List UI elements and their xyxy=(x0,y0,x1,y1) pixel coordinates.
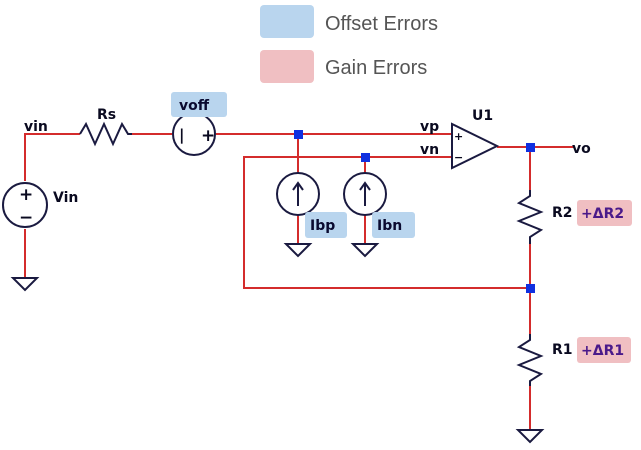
ground-icon xyxy=(350,243,380,258)
r1-resistor: R1 +ΔR1 xyxy=(516,334,631,386)
net-label-vin: vin xyxy=(24,119,48,135)
vin-minus-sign: − xyxy=(19,208,33,228)
r2-resistor: R2 +ΔR2 xyxy=(516,190,632,244)
net-label-vn: vn xyxy=(420,142,439,158)
ibn-tag-label: Ibn xyxy=(377,218,402,234)
node-feedback xyxy=(526,284,535,293)
ground-icon xyxy=(10,277,40,292)
wire-vn xyxy=(243,156,530,289)
r2-resistor-zigzag xyxy=(516,190,544,244)
ibp-arrow-head xyxy=(292,181,304,191)
r1-label: R1 xyxy=(552,342,573,358)
r2-delta-tag xyxy=(577,200,632,226)
legend: Offset Errors Gain Errors xyxy=(260,5,438,83)
node-vo xyxy=(526,143,535,152)
rs-label: Rs xyxy=(97,107,116,123)
node-vp xyxy=(294,130,303,139)
legend-offset-swatch xyxy=(260,5,314,38)
vin-source-label: Vin xyxy=(53,190,78,206)
wire-vin-node xyxy=(24,133,80,181)
vin-plus-sign: + xyxy=(19,185,33,205)
opamp-triangle xyxy=(451,122,500,170)
r1-resistor-zigzag xyxy=(516,334,544,386)
legend-offset-label: Offset Errors xyxy=(325,13,438,35)
voff-tag xyxy=(171,92,227,117)
voff-tag-label: voff xyxy=(179,98,210,114)
wires xyxy=(24,133,575,430)
r2-delta-label: +ΔR2 xyxy=(581,206,624,222)
ibn-tag xyxy=(372,212,415,238)
legend-gain-swatch xyxy=(260,50,314,83)
ibp-source: Ibp xyxy=(276,172,347,238)
ground-icon xyxy=(515,429,545,444)
net-label-vp: vp xyxy=(420,119,439,135)
voff-bar-sign: | xyxy=(179,126,184,145)
ground-symbols xyxy=(10,243,545,444)
rs-resistor: Rs xyxy=(79,107,132,147)
ibp-tag-label: Ibp xyxy=(310,218,335,234)
ibp-tag xyxy=(305,212,347,238)
r2-label: R2 xyxy=(552,205,573,221)
ibn-source-circle xyxy=(343,172,387,216)
ibn-source: Ibn xyxy=(343,172,415,238)
rs-resistor-zigzag xyxy=(79,121,132,147)
net-label-vo: vo xyxy=(572,141,591,157)
ibn-arrow-head xyxy=(359,181,371,191)
opamp-plus-input: + xyxy=(454,130,463,143)
legend-gain-label: Gain Errors xyxy=(325,57,427,79)
node-vn xyxy=(361,153,370,162)
voff-plus-sign: + xyxy=(201,126,215,146)
r1-delta-label: +ΔR1 xyxy=(581,343,624,359)
vin-source: + − Vin xyxy=(2,182,78,228)
opamp-minus-input: − xyxy=(454,151,463,164)
vin-source-circle xyxy=(2,182,48,228)
junction-nodes xyxy=(294,130,535,293)
opamp-u1: + − U1 xyxy=(451,108,500,170)
voff-source: | + voff xyxy=(171,92,227,156)
r1-delta-tag xyxy=(577,337,631,363)
opamp-label: U1 xyxy=(472,108,493,124)
ibp-source-circle xyxy=(276,172,320,216)
ground-icon xyxy=(283,243,313,258)
net-labels: vin vp vn vo xyxy=(24,119,591,158)
